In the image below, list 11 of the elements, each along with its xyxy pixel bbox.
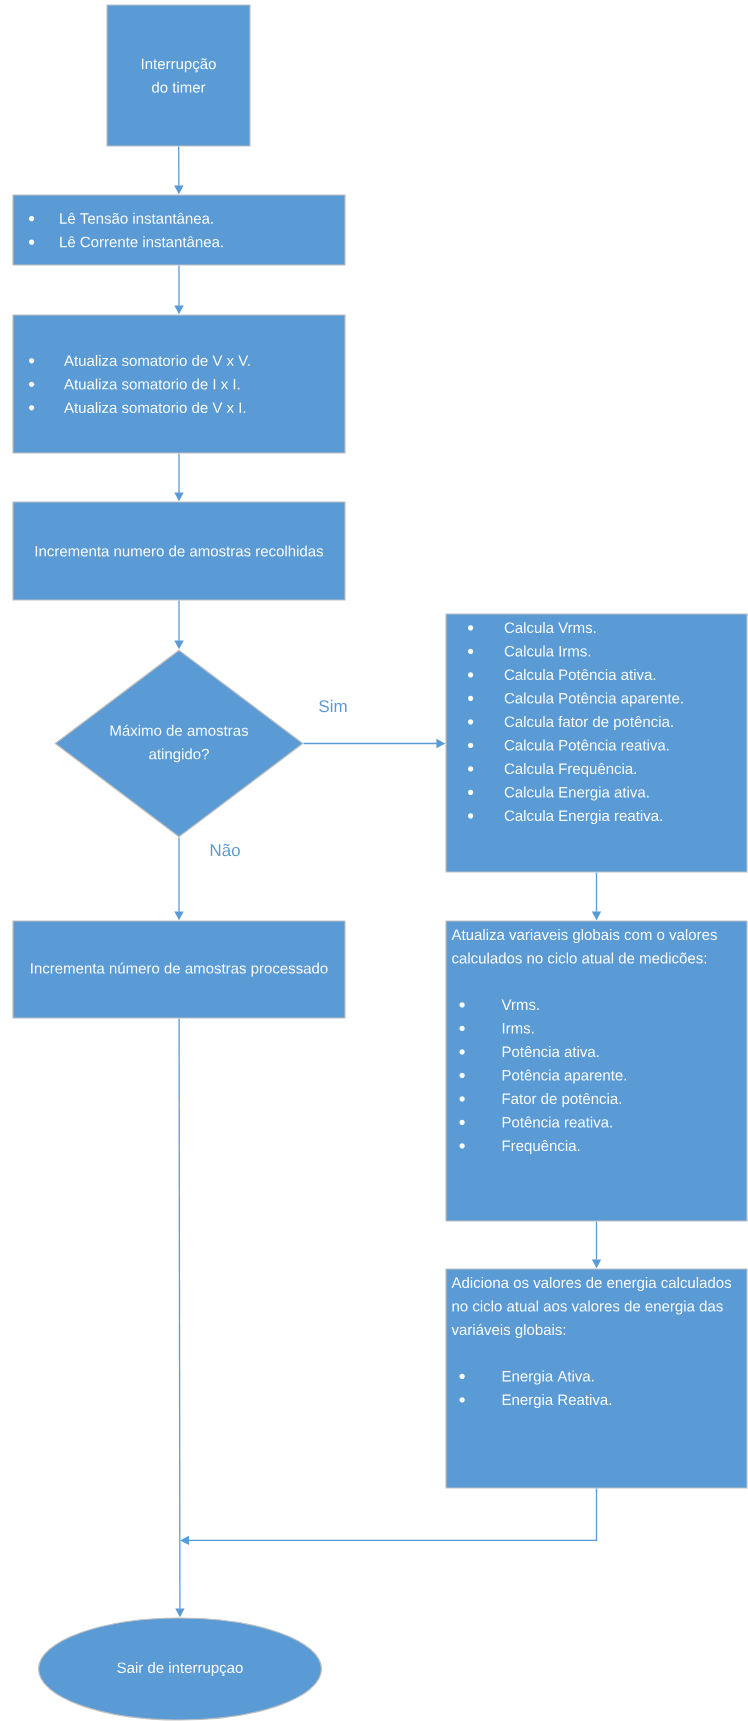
process-box: Atualiza somatorio de V x V. Atualiza somatorio de I x I. Atualiza somatorio de V x I. bbox=[12, 314, 346, 454]
process-box: Adiciona os valores de energia calculados no ciclo atual aos valores de energia das variáveis globais: Energia Ativa. Energia Reativa. bbox=[445, 1268, 748, 1489]
edge-label: Sim bbox=[316, 697, 350, 715]
edge-label: Não bbox=[207, 841, 243, 859]
process-box: Incrementa número de amostras processado bbox=[12, 920, 346, 1019]
arrow bbox=[180, 1487, 598, 1546]
process-box: Interrupção do timer bbox=[106, 4, 251, 147]
process-box: Lê Tensão instantânea. Lê Corrente instantânea. bbox=[12, 194, 346, 266]
process-box: Incrementa numero de amostras recolhidas bbox=[12, 501, 346, 601]
process-box: Atualiza variaveis globais com o valores calculados no ciclo atual de medicões: Vrms. Irms. Potência ativa. Potência aparente. Fator de potência. Potência reativa. Frequência. bbox=[445, 920, 748, 1222]
process-box: Calcula Vrms. Calcula Irms. Calcula Potência ativa. Calcula Potência aparente. Calcula fator de potência. Calcula Potência reativa. Calcula Frequência. Calcula Energia ativa. Calcula Energia reativa. bbox=[445, 613, 748, 873]
